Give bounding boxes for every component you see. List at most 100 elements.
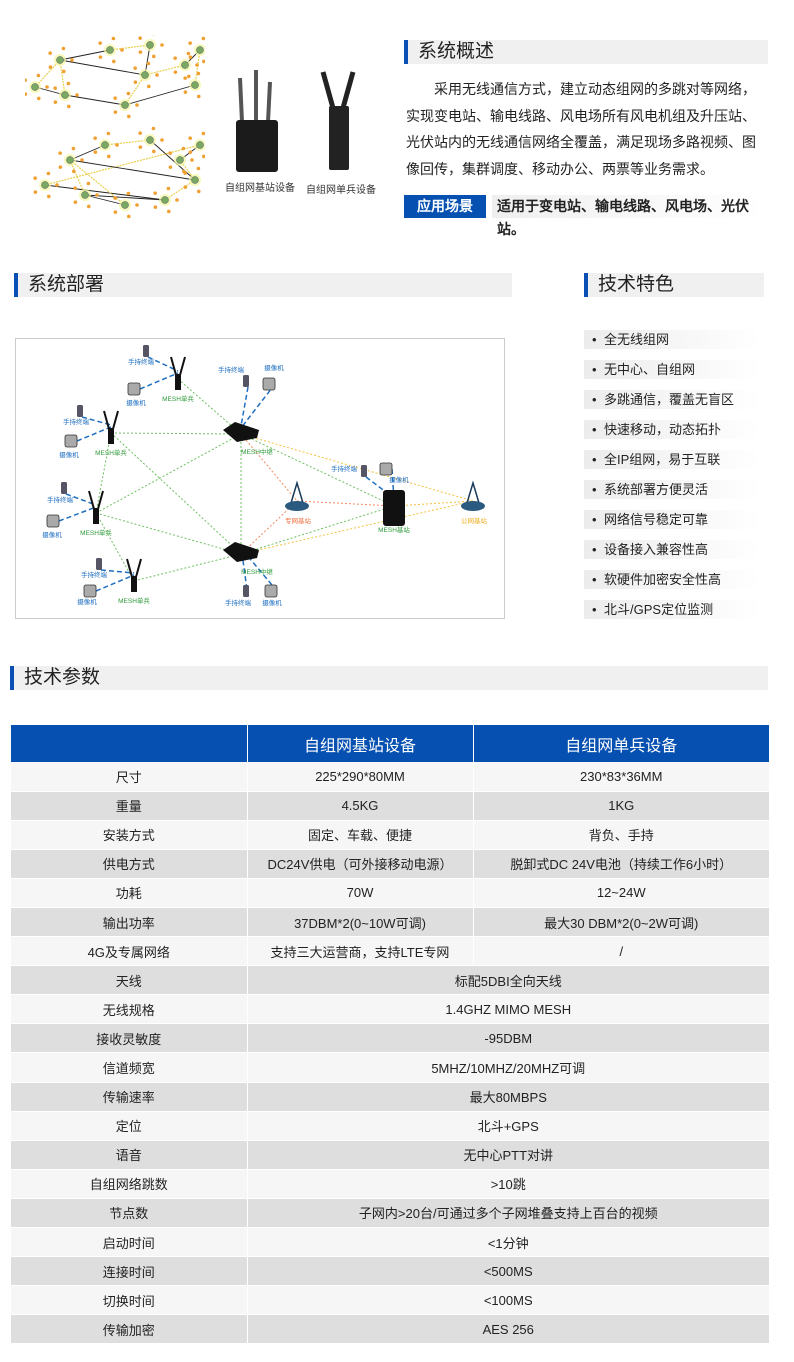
table-row: 4G及专属网络支持三大运营商，支持LTE专网/ <box>11 936 770 967</box>
param-value: 无中心PTT对讲 <box>247 1140 770 1170</box>
topology-mark <box>196 94 201 99</box>
handheld-label: 手持终端 <box>47 495 74 504</box>
antenna <box>179 356 186 376</box>
topology-mark <box>93 150 98 154</box>
param-name: 切换时间 <box>11 1285 248 1316</box>
mesh-relay-label: MESH中继 <box>241 447 273 456</box>
link-line <box>95 433 242 514</box>
topology-mark <box>106 131 111 136</box>
param-name: 信道频宽 <box>11 1052 248 1083</box>
link-line <box>296 500 395 507</box>
single-soldier-caption: 自组网单兵设备 <box>306 185 376 196</box>
topology-mark <box>86 181 91 186</box>
param-value: 225*290*80MM <box>247 762 474 792</box>
param-value: DC24V供电（可外接移动电源） <box>247 849 474 879</box>
topology-mark <box>44 144 201 186</box>
header-base-station: 自组网基站设备 <box>247 725 474 762</box>
bullet-icon: • <box>592 392 597 407</box>
param-name: 输出功率 <box>11 907 248 938</box>
private-base-station-base <box>285 501 309 511</box>
camera-icon <box>264 584 278 598</box>
topology-mark <box>201 59 205 64</box>
link-line <box>177 378 242 435</box>
bullet-icon: • <box>592 452 597 467</box>
handheld-terminal-icon <box>77 405 83 417</box>
table-row: 传输速率最大80MBPS <box>11 1082 770 1112</box>
table-row: 安装方式固定、车载、便捷背负、手持 <box>11 820 770 850</box>
camera-icon <box>127 382 141 396</box>
topology-mark <box>53 86 57 90</box>
topology-mark <box>138 50 143 54</box>
topology-mark <box>124 84 196 106</box>
topology-mark <box>146 61 151 66</box>
param-value: 最大80MBPS <box>247 1082 770 1112</box>
topology-mark <box>144 64 186 76</box>
header-blank <box>11 725 248 762</box>
topology-mark <box>61 69 66 74</box>
topology-mark <box>106 154 111 159</box>
antenna <box>170 356 177 376</box>
feature-item: • 全IP组网，易于互联 <box>584 450 760 469</box>
handheld-label: 手持终端 <box>81 570 108 579</box>
topology-mark <box>126 214 131 219</box>
topology-mark <box>46 194 51 199</box>
bullet-icon: • <box>592 512 597 527</box>
topology-mark <box>153 205 158 209</box>
param-name: 天线 <box>11 965 248 996</box>
topology-mark <box>58 165 63 169</box>
camera-icon <box>64 434 78 448</box>
network-topology-image <box>25 35 205 219</box>
topology-mark <box>61 91 69 99</box>
param-value: 37DBM*2(0~10W可调) <box>247 907 474 938</box>
topology-mark <box>66 156 74 164</box>
topology-mark <box>135 103 139 107</box>
terminal-link <box>65 493 97 506</box>
bullet-icon: • <box>592 332 597 347</box>
topology-mark <box>25 92 28 96</box>
topology-mark <box>160 138 164 142</box>
topology-mark <box>69 159 86 196</box>
table-row: 连接时间<500MS <box>11 1256 770 1287</box>
param-value: <500MS <box>247 1256 770 1287</box>
topology-mark <box>115 143 119 147</box>
terminal-link <box>240 547 278 592</box>
topology-mark <box>190 158 194 162</box>
topology-mark <box>46 171 51 176</box>
topology-mark <box>133 66 137 70</box>
terminal-link <box>147 356 179 372</box>
feature-text: 设备接入兼容性高 <box>604 542 709 557</box>
camera-label: 摄像机 <box>42 530 62 539</box>
antenna <box>112 410 119 430</box>
param-value: 4.5KG <box>247 791 474 821</box>
topology-mark <box>186 51 191 56</box>
param-value: >10跳 <box>247 1169 770 1199</box>
link-line <box>240 500 298 555</box>
topology-mark <box>44 184 166 201</box>
handheld-terminal-icon <box>96 558 102 570</box>
param-name: 语音 <box>11 1140 248 1170</box>
topology-mark <box>138 36 142 40</box>
base-station-device-image <box>236 70 278 172</box>
mesh-base-label: MESH基站 <box>378 525 410 534</box>
bullet-icon: • <box>592 422 597 437</box>
feature-text: 快速移动，动态拓扑 <box>604 422 722 437</box>
feature-text: 全IP组网，易于互联 <box>604 452 721 467</box>
bullet-icon: • <box>592 362 597 377</box>
camera-label: 摄像机 <box>264 363 284 372</box>
table-row: 自组网络跳数>10跳 <box>11 1169 770 1199</box>
param-value: 标配5DBI全向天线 <box>247 965 770 996</box>
topology-mark <box>36 96 41 101</box>
topology-mark <box>183 90 188 94</box>
terminal-link <box>100 569 135 574</box>
antenna <box>97 490 104 510</box>
camera-label: 摄像机 <box>262 598 282 607</box>
topology-mark <box>181 61 189 69</box>
handheld-terminal-icon <box>143 345 149 357</box>
topology-mark <box>173 70 178 74</box>
feature-item: • 快速移动，动态拓扑 <box>584 420 760 439</box>
param-value: 1KG <box>473 791 770 821</box>
overview-paragraph: 采用无线通信方式，建立动态组网的多跳对等网络，实现变电站、输电线路、风电场所有风… <box>406 81 756 177</box>
